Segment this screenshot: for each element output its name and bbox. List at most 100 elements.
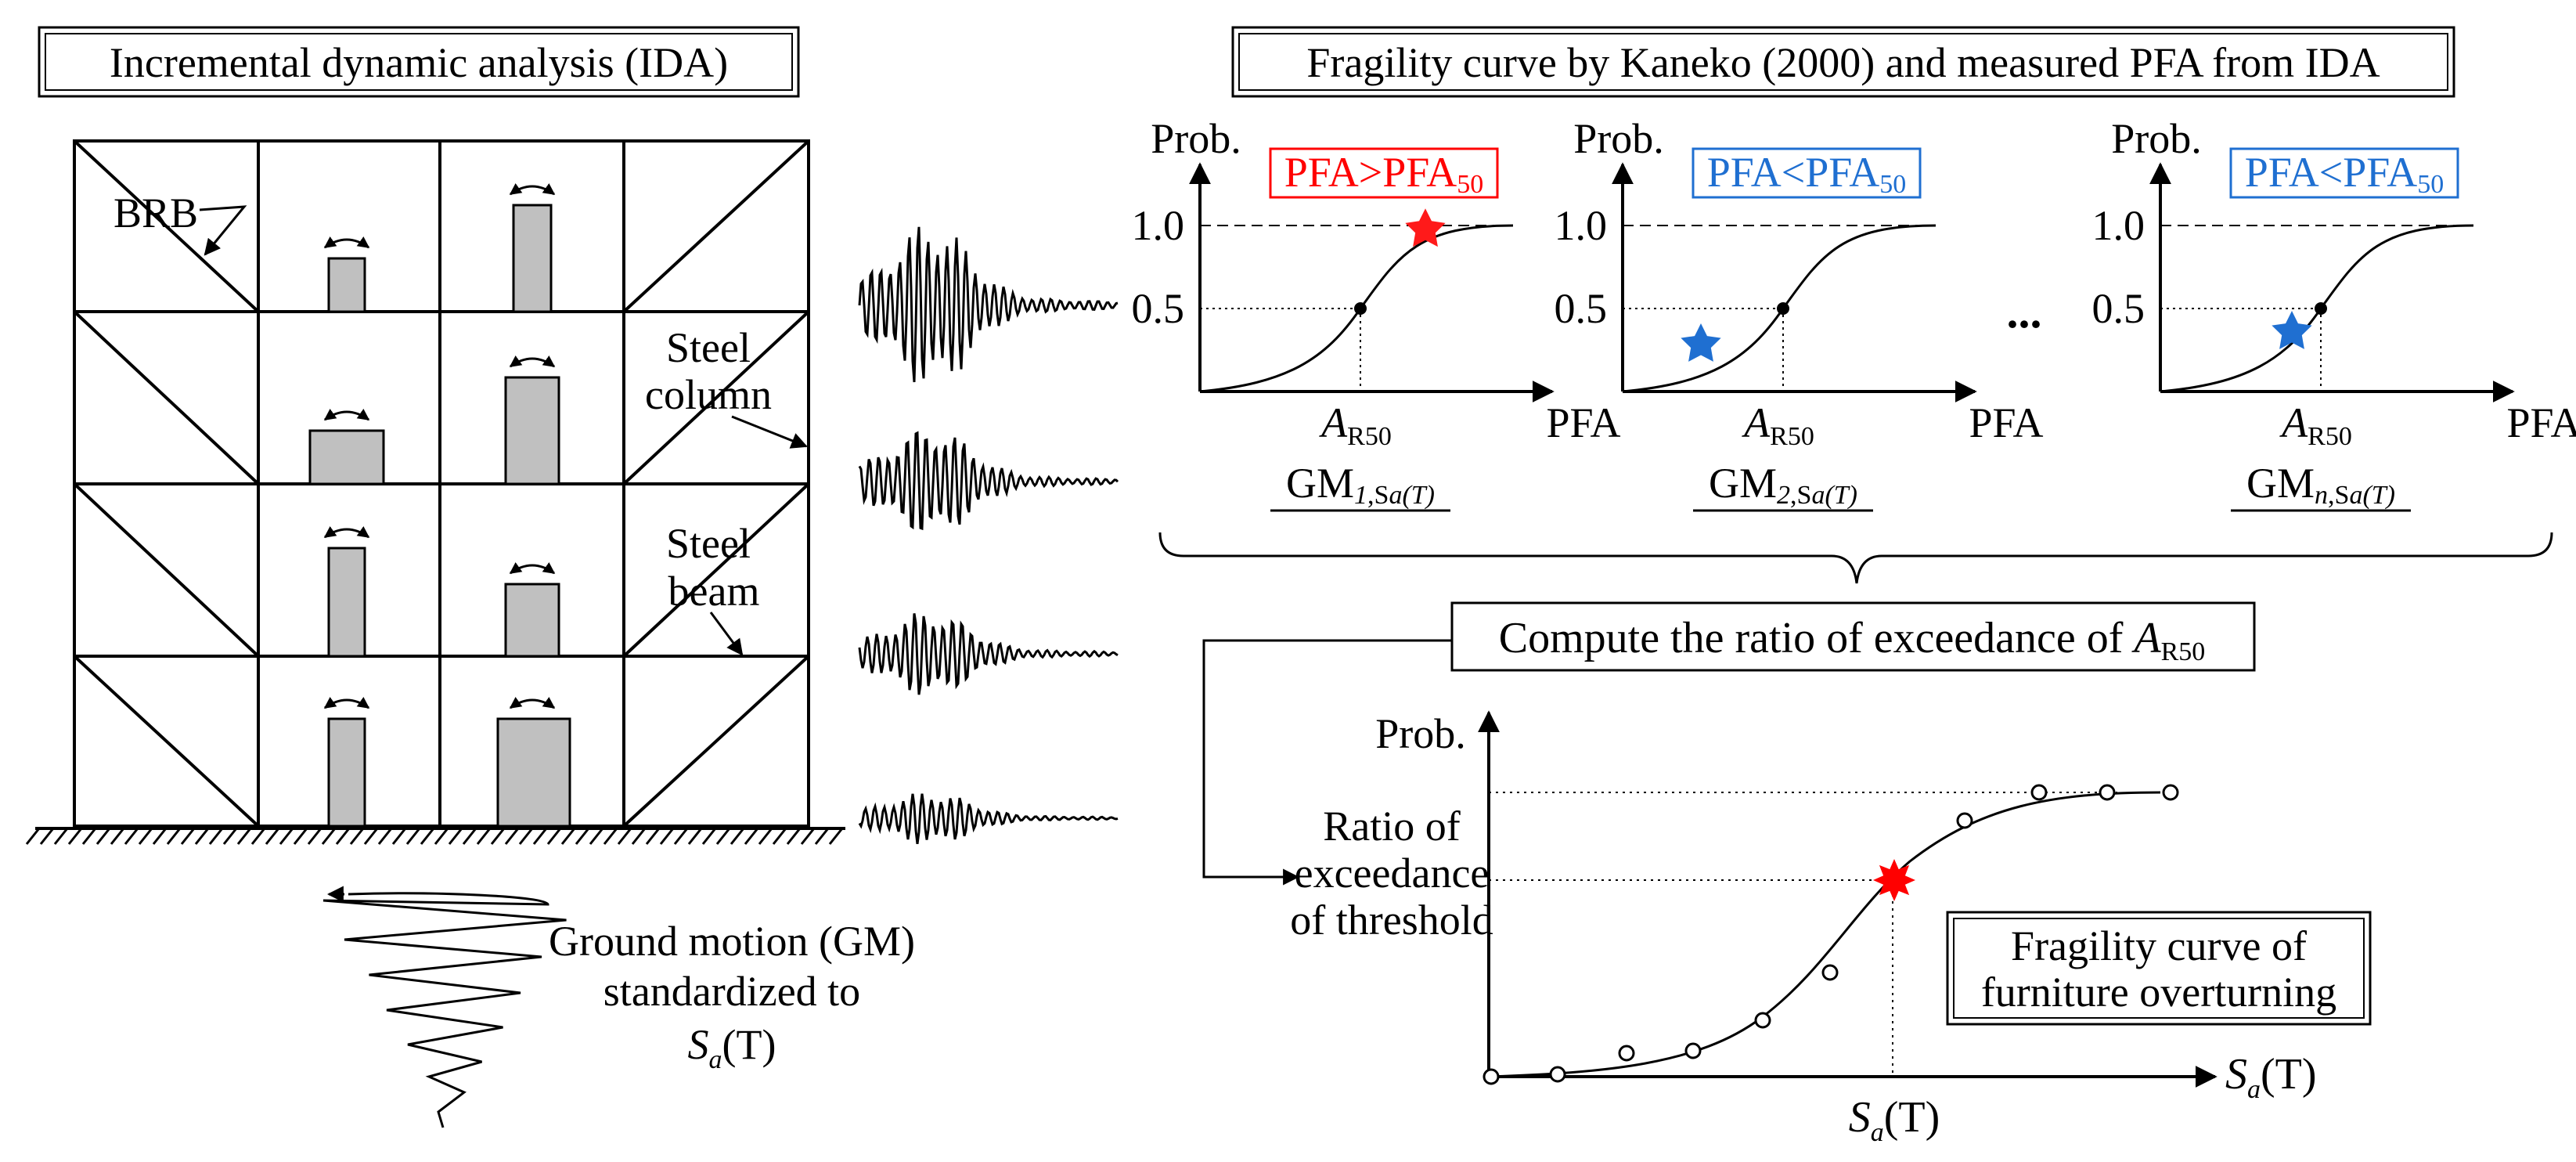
final-box-inner <box>1953 918 2365 1019</box>
condition-text: PFA<PFA50 <box>2245 149 2444 199</box>
seismogram <box>858 613 1119 695</box>
condition-text: PFA>PFA50 <box>1284 149 1484 199</box>
furniture-block <box>327 717 366 828</box>
condition-box <box>2229 147 2459 199</box>
furniture-blocks <box>308 204 571 828</box>
observation-point <box>1821 964 1839 981</box>
furniture-block <box>308 429 385 485</box>
fragility-title: Fragility curve by Kaneko (2000) and mea… <box>1306 39 2380 86</box>
median-point <box>1777 302 1789 315</box>
furniture-block <box>327 547 366 658</box>
final-threshold-label: Sa(T) <box>1849 1093 1940 1147</box>
panel-tick-05: 0.5 <box>2092 285 2145 332</box>
observation-point <box>2099 784 2116 801</box>
ratio-label-2: exceedance <box>1295 850 1490 897</box>
furniture-block <box>496 717 571 828</box>
observation-point <box>2162 784 2179 801</box>
seismogram <box>858 793 1119 844</box>
ratio-label-3: of threshold <box>1290 897 1493 944</box>
final-box-text-2: furniture overturning <box>1981 969 2336 1016</box>
condition-box <box>1269 147 1499 199</box>
panels-ellipsis: ... <box>2007 286 2042 337</box>
steel-beam-label-1: Steel <box>666 520 751 567</box>
median-point <box>2315 302 2327 315</box>
furniture-block <box>512 204 553 313</box>
fragility-title-box-inner <box>1238 33 2448 91</box>
fragility-title-box-outer <box>1231 26 2455 98</box>
observation-point <box>1684 1042 1702 1059</box>
panel-gm-label: GM1,Sa(T) <box>1286 460 1435 510</box>
ida-title-box-outer <box>38 26 800 98</box>
compute-section: Compute the ratio of exceedance of AR50 <box>1202 601 2256 886</box>
steel-frame <box>73 139 810 828</box>
final-fragility-chart: Prob. Sa(T) Sa(T) Ratio of exceedance of… <box>1290 710 2372 1147</box>
observation-point <box>1483 1068 1500 1085</box>
panel-gm-label: GM2,Sa(T) <box>1709 460 1857 510</box>
ida-title-box-inner <box>45 33 793 91</box>
ratio-label-1: Ratio of <box>1323 803 1460 850</box>
panel-y-label: Prob. <box>2111 115 2202 162</box>
final-x-label: Sa(T) <box>2225 1050 2317 1104</box>
ground-motion-spring-icon <box>322 892 567 1128</box>
rocking-arrow-icon <box>509 697 556 709</box>
ground-motion-records <box>858 226 1119 844</box>
ida-title: Incremental dynamic analysis (IDA) <box>110 39 728 86</box>
ground-hatching <box>25 828 844 845</box>
compute-box <box>1450 601 2256 672</box>
rocking-arrow-icon <box>509 355 556 368</box>
observation-point <box>1754 1012 1771 1029</box>
panel-x-label: PFA <box>1969 399 2043 446</box>
panel-tick-05: 0.5 <box>1555 285 1608 332</box>
panel-tick-1: 1.0 <box>2092 202 2145 249</box>
grouping-brace <box>1158 532 2553 584</box>
condition-text: PFA<PFA50 <box>1707 149 1907 199</box>
rocking-arrow-icon <box>323 236 370 249</box>
final-box-outer <box>1946 911 2372 1026</box>
panel-y-label: Prob. <box>1573 115 1664 162</box>
condition-box <box>1692 147 1922 199</box>
threshold-burst-icon <box>1873 859 1915 901</box>
rocking-arrow-icon <box>323 526 370 539</box>
brb-pointer <box>199 205 247 256</box>
panel-tick-05: 0.5 <box>1132 285 1185 332</box>
compute-text: Compute the ratio of exceedance of AR50 <box>1499 614 2206 666</box>
rocking-arrow-icon <box>323 409 370 421</box>
steel-column-label-2: column <box>645 371 772 418</box>
observation-point <box>2030 784 2048 801</box>
rocking-arrow-icon <box>323 697 370 709</box>
panel-gm-label: GMn,Sa(T) <box>2246 460 2395 510</box>
observation-point <box>1549 1066 1566 1083</box>
panel-a-label: AR50 <box>2279 399 2352 451</box>
observation-point <box>1618 1045 1635 1062</box>
final-y-label: Prob. <box>1375 710 1466 757</box>
steel-beam-label-2: beam <box>668 568 760 615</box>
observation-point <box>1956 812 1973 829</box>
panel-tick-1: 1.0 <box>1132 202 1185 249</box>
gm-text-line2: standardized to <box>603 968 860 1015</box>
ida-section: Incremental dynamic analysis (IDA) <box>25 26 1119 1128</box>
furniture-block <box>504 376 560 485</box>
steel-column-pointer <box>731 415 808 449</box>
gm-text-sa: Sa(T) <box>688 1021 776 1074</box>
panel-a-label: AR50 <box>1319 399 1392 451</box>
measured-pfa-star-icon <box>1681 323 1721 362</box>
final-fragility-curve <box>1488 791 2161 1078</box>
steel-beam-pointer <box>709 612 744 656</box>
median-point <box>1354 302 1367 315</box>
seismogram <box>858 226 1119 383</box>
steel-column-label-1: Steel <box>666 324 751 371</box>
final-box-text-1: Fragility curve of <box>2011 922 2307 969</box>
furniture-block <box>504 583 560 658</box>
panel-a-label: AR50 <box>1742 399 1814 451</box>
furniture-block <box>327 257 366 313</box>
rocking-arrow-icon <box>509 562 556 575</box>
rocking-arrow-icon <box>509 183 556 196</box>
panel-x-label: PFA <box>1546 399 1620 446</box>
panel-y-label: Prob. <box>1151 115 1241 162</box>
fragility-section: Fragility curve by Kaneko (2000) and mea… <box>1132 26 2576 584</box>
brb-label: BRB <box>113 189 198 236</box>
gm-text-line1: Ground motion (GM) <box>549 918 915 965</box>
